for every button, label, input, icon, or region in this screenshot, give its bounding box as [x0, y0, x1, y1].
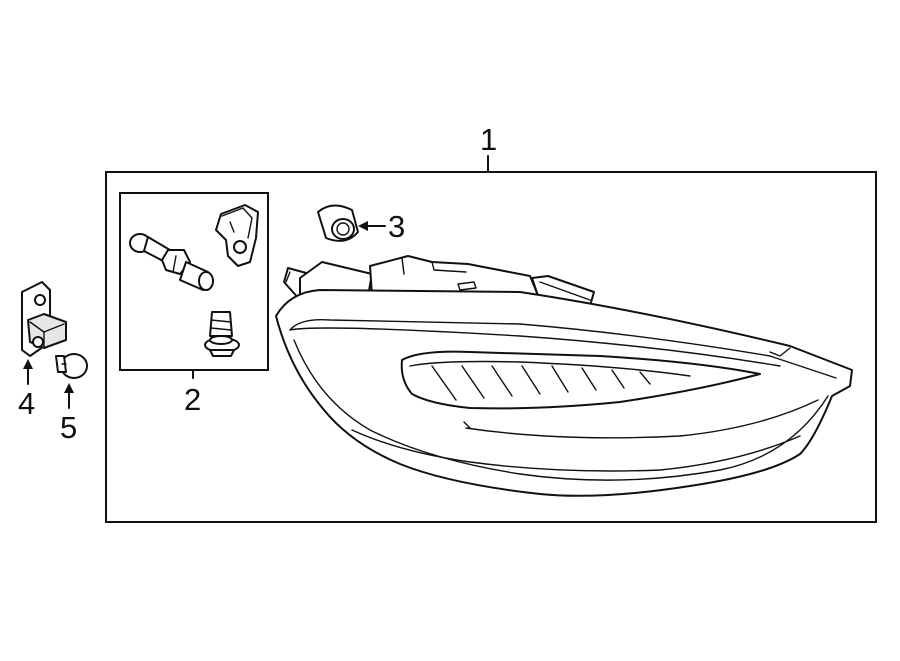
callout-4-label: 4: [18, 386, 35, 421]
callout-5-arrowhead: [64, 383, 74, 393]
callout-5-label: 5: [60, 410, 77, 445]
bulb-socket: [129, 233, 214, 291]
push-pin: [55, 353, 88, 379]
callout-4-arrowhead: [23, 359, 33, 369]
callout-2-label: 2: [184, 382, 201, 417]
mounting-bracket: [21, 281, 67, 357]
bracket-clip: [215, 204, 259, 267]
assembly-frame: [105, 171, 877, 523]
callout-3-label: 3: [388, 209, 405, 244]
headlamp-assembly: [275, 255, 853, 497]
grommet: [317, 204, 359, 242]
screw: [204, 311, 240, 357]
callout-3-arrowhead: [358, 221, 368, 231]
callout-1-label: 1: [480, 122, 497, 157]
